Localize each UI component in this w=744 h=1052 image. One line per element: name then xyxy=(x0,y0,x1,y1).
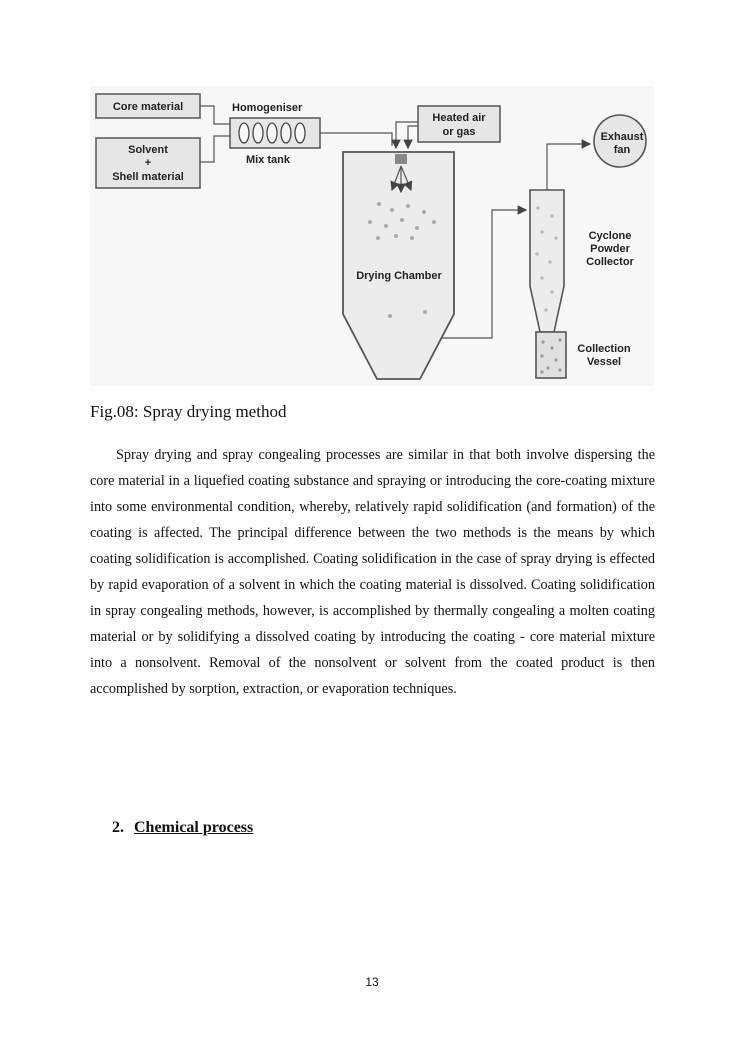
drying-chamber-label: Drying Chamber xyxy=(356,270,442,282)
solvent-label: Solvent xyxy=(128,144,168,156)
page-number: 13 xyxy=(365,975,379,989)
powder-label: Powder xyxy=(590,243,630,255)
cyclone-label: Cyclone xyxy=(589,230,632,242)
droplets xyxy=(368,202,436,318)
homogeniser-label: Homogeniser xyxy=(232,102,303,114)
section-number: 2. xyxy=(112,819,124,836)
cyclone-to-exhaust-pipe xyxy=(546,139,592,190)
section-title: Chemical process xyxy=(134,819,254,836)
solvent-to-mixer-line xyxy=(200,135,230,163)
chamber-to-cyclone-pipe xyxy=(442,205,528,339)
shell-material-label: Shell material xyxy=(112,171,184,183)
exhaust-label: Exhaust xyxy=(601,131,644,143)
spray-drying-diagram: Core material Solvent + Shell material H… xyxy=(90,86,654,386)
core-to-mixer-line xyxy=(200,105,230,125)
collection-vessel xyxy=(535,331,567,379)
body-paragraph: Spray drying and spray congealing proces… xyxy=(90,447,655,697)
mixer-coils xyxy=(238,122,306,144)
cyclone-particles xyxy=(535,206,558,312)
section-heading: 2. Chemical process xyxy=(112,819,253,837)
collector-label: Collector xyxy=(586,256,634,268)
air-to-nozzle-line-2 xyxy=(403,125,418,150)
vessel-particles xyxy=(540,338,562,374)
mixer-to-nozzle-line xyxy=(320,132,393,146)
exhaust-fan-circle xyxy=(593,114,647,168)
core-material-label: Core material xyxy=(113,101,183,113)
fan-label: fan xyxy=(614,144,631,156)
heated-air-box xyxy=(417,105,501,143)
drying-chamber-vessel xyxy=(342,151,455,380)
spray-arrows xyxy=(390,165,413,194)
figure-caption: Fig.08: Spray drying method xyxy=(90,402,287,421)
plus-label: + xyxy=(145,157,151,169)
air-to-nozzle-line-1 xyxy=(391,121,418,150)
spray-nozzle xyxy=(395,154,407,164)
core-material-box xyxy=(95,93,201,119)
collection-label: Collection xyxy=(577,343,630,355)
or-gas-label: or gas xyxy=(442,126,475,138)
heated-air-label: Heated air xyxy=(432,112,486,124)
solvent-shell-box xyxy=(95,137,201,189)
diagram-svg: Core material Solvent + Shell material H… xyxy=(95,93,647,380)
mix-tank-label: Mix tank xyxy=(246,154,291,166)
vessel-label: Vessel xyxy=(587,356,621,368)
